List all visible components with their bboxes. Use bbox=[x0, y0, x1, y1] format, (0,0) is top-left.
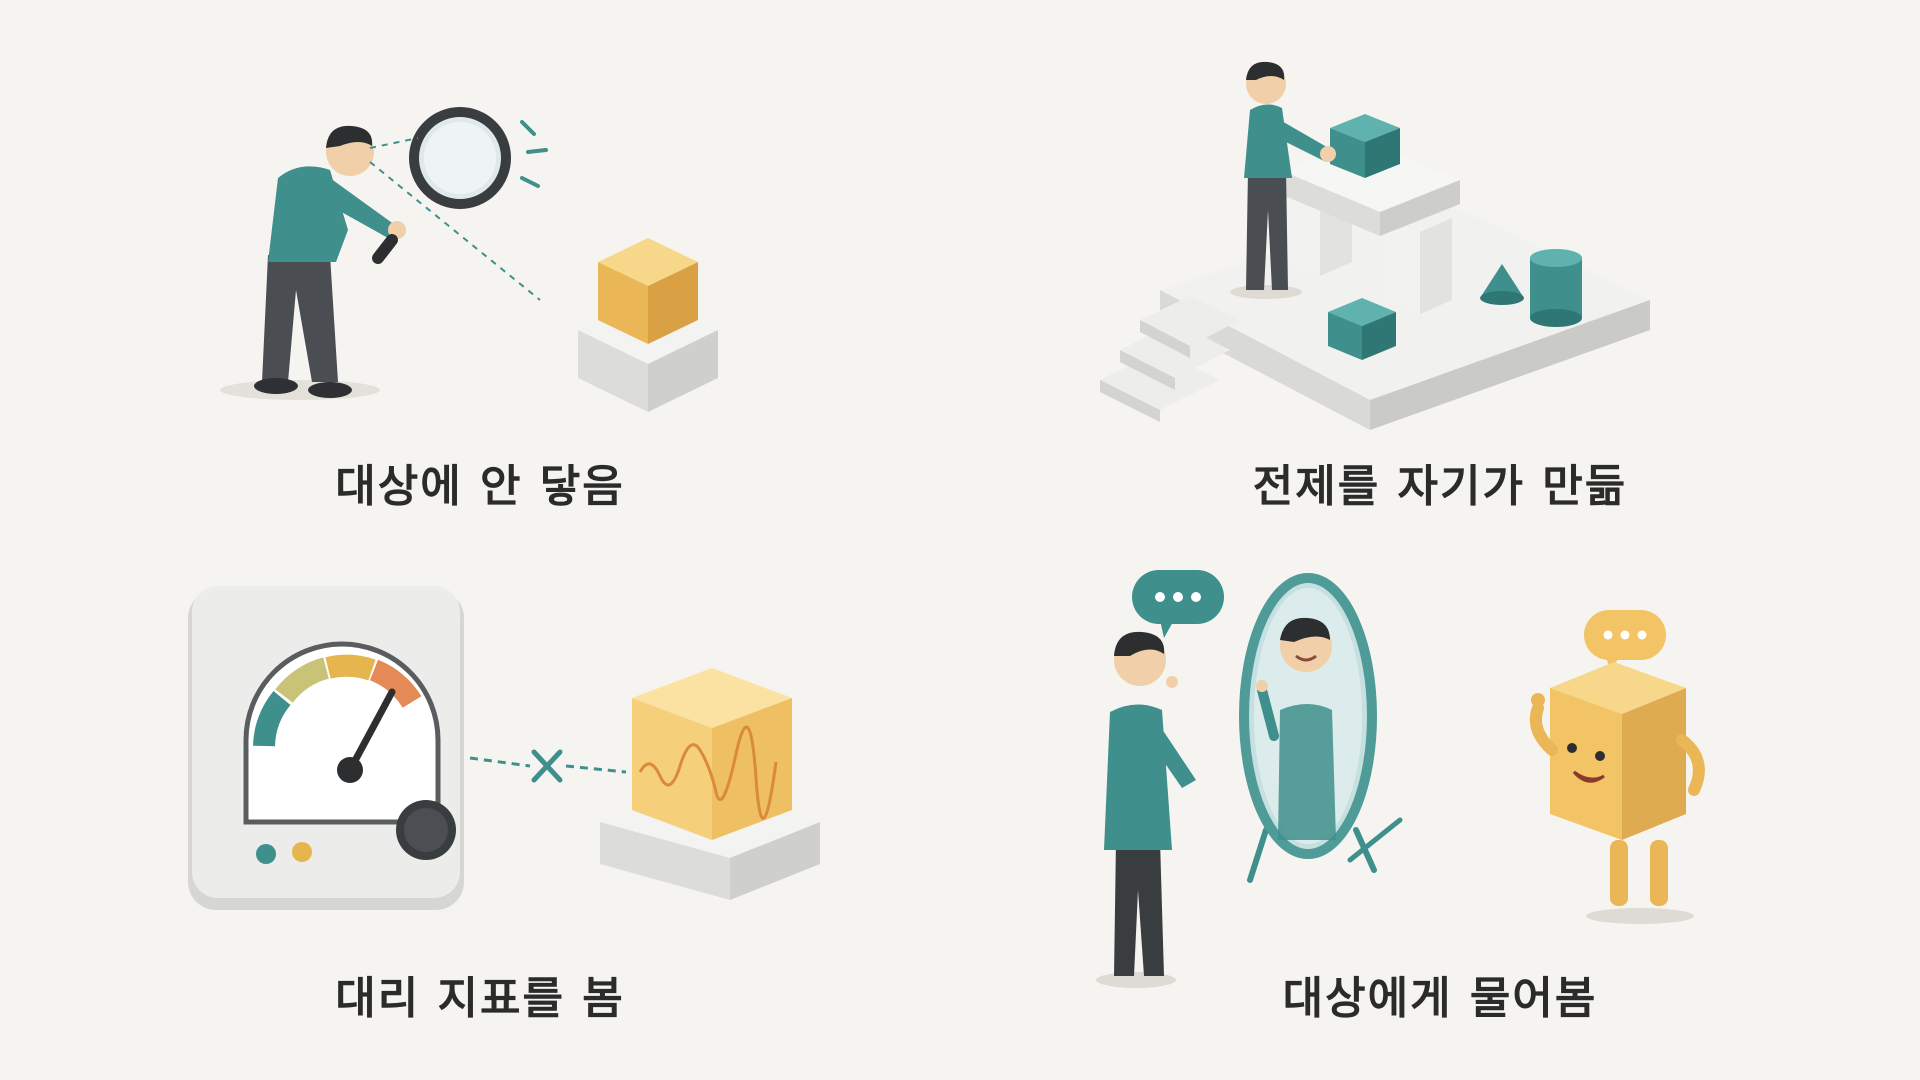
caption-self-made-premise: 전제를 자기가 만듦 bbox=[1252, 461, 1628, 512]
panel-self-made-premise: 전제를 자기가 만듦 bbox=[960, 0, 1920, 540]
panel-proxy-metric: 대리 지표를 봄 bbox=[0, 540, 960, 1080]
panel-no-contact: 대상에 안 닿음 bbox=[0, 0, 960, 540]
gauge-meter-icon bbox=[188, 586, 820, 910]
caption-ask-the-target: 대상에게 물어봄 bbox=[1282, 973, 1598, 1024]
panel-ask-the-target: 대상에게 물어봄 bbox=[960, 540, 1920, 1080]
builder-stacking-blocks-icon bbox=[1100, 61, 1650, 430]
caption-proxy-metric: 대리 지표를 봄 bbox=[335, 973, 625, 1024]
observer-with-magnifier-icon bbox=[220, 107, 718, 412]
mirror-dialogue-icon bbox=[1096, 570, 1705, 988]
caption-no-contact: 대상에 안 닿음 bbox=[335, 461, 625, 512]
